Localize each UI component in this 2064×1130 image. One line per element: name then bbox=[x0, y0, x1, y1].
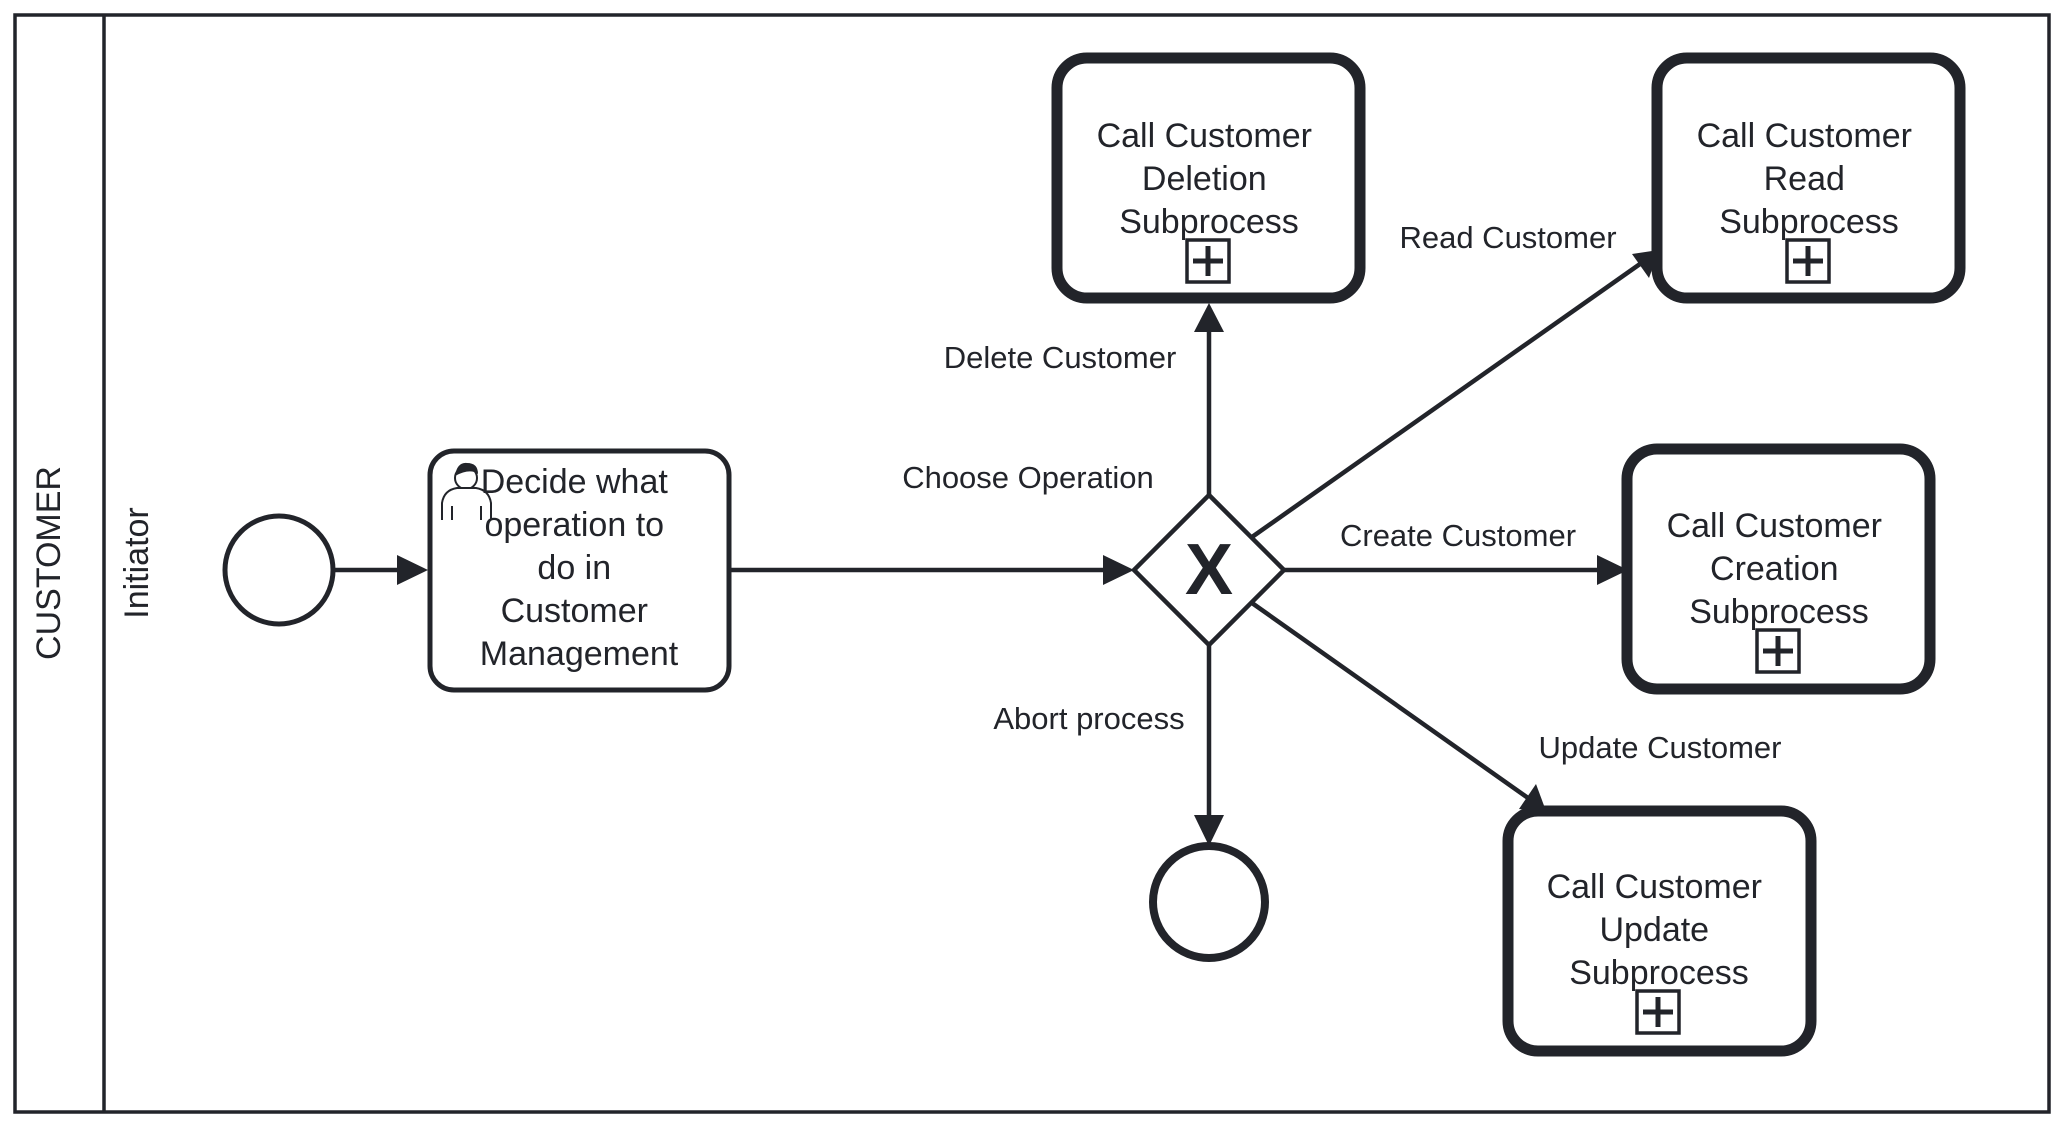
label-line: do in bbox=[537, 549, 611, 587]
subprocess-label: Call Customer Creation Subprocess bbox=[1667, 507, 1892, 631]
expand-plus-icon[interactable] bbox=[1185, 238, 1231, 284]
arrowhead bbox=[397, 555, 428, 585]
flow-label-read: Read Customer bbox=[1399, 220, 1616, 255]
arrowhead bbox=[1103, 555, 1134, 585]
sequence-flows bbox=[334, 250, 1659, 846]
label-line: Subprocess bbox=[1569, 954, 1749, 992]
label-line: Call Customer bbox=[1667, 507, 1882, 545]
expand-plus-icon[interactable] bbox=[1635, 989, 1681, 1035]
flow-label-update: Update Customer bbox=[1539, 730, 1782, 765]
label-line: Deletion bbox=[1142, 160, 1267, 198]
label-line: Customer bbox=[501, 592, 648, 630]
label-line: Management bbox=[480, 635, 679, 673]
lane-label: Initiator bbox=[118, 507, 156, 619]
gateway-label: Choose Operation bbox=[902, 460, 1154, 495]
label-line: Call Customer bbox=[1697, 117, 1912, 155]
start-event[interactable] bbox=[222, 513, 336, 627]
label-line: Subprocess bbox=[1719, 203, 1899, 241]
label-line: Creation bbox=[1710, 550, 1839, 588]
label-line: Update bbox=[1599, 911, 1709, 949]
label-line: operation to bbox=[484, 506, 664, 544]
customer-pool: CUSTOMER bbox=[13, 13, 2051, 1114]
label-line: Decide what bbox=[481, 463, 669, 501]
flow-label-create: Create Customer bbox=[1340, 518, 1576, 553]
label-line: Call Customer bbox=[1097, 117, 1312, 155]
arrowhead bbox=[1597, 555, 1628, 585]
subprocess-read[interactable]: Call Customer Read Subprocess bbox=[1651, 52, 1966, 304]
user-icon bbox=[441, 462, 492, 520]
user-task-label: Decide what operation to do in Customer … bbox=[480, 463, 679, 673]
subprocess-label: Call Customer Deletion Subprocess bbox=[1097, 117, 1322, 241]
subprocess-update[interactable]: Call Customer Update Subprocess bbox=[1502, 805, 1817, 1057]
flow-read bbox=[1250, 262, 1642, 539]
exclusive-gateway[interactable]: X bbox=[1130, 491, 1288, 649]
arrowhead bbox=[1519, 784, 1546, 811]
subprocess-label: Call Customer Read Subprocess bbox=[1697, 117, 1922, 241]
subprocess-creation[interactable]: Call Customer Creation Subprocess bbox=[1621, 443, 1936, 695]
flow-update bbox=[1250, 601, 1530, 800]
pool-label: CUSTOMER bbox=[30, 466, 68, 660]
end-event[interactable] bbox=[1149, 842, 1269, 962]
label-line: Read bbox=[1764, 160, 1845, 198]
user-task[interactable]: Decide what operation to do in Customer … bbox=[427, 448, 732, 693]
subprocess-deletion[interactable]: Call Customer Deletion Subprocess bbox=[1051, 52, 1366, 304]
label-line: Subprocess bbox=[1119, 203, 1299, 241]
expand-plus-icon[interactable] bbox=[1755, 628, 1801, 674]
flow-label-abort: Abort process bbox=[993, 701, 1184, 736]
subprocess-label: Call Customer Update Subprocess bbox=[1547, 868, 1772, 992]
expand-plus-icon[interactable] bbox=[1785, 238, 1831, 284]
label-line: Subprocess bbox=[1689, 593, 1869, 631]
label-line: Call Customer bbox=[1547, 868, 1762, 906]
gateway-x-icon: X bbox=[1185, 530, 1233, 610]
arrowhead bbox=[1194, 815, 1224, 846]
arrowhead bbox=[1194, 303, 1224, 332]
flow-label-delete: Delete Customer bbox=[944, 340, 1177, 375]
